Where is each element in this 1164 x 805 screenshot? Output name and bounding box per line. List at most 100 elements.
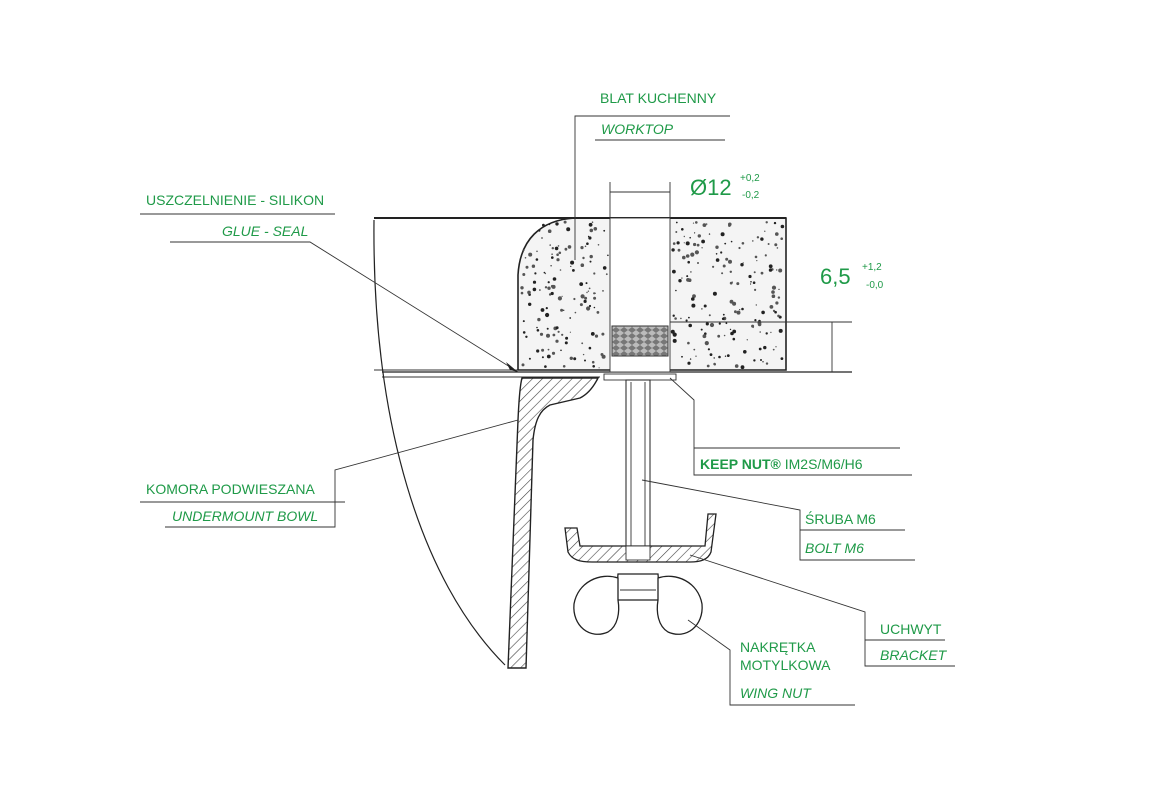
speckle [586, 242, 589, 245]
speckle [671, 248, 675, 252]
speckle [562, 365, 566, 368]
speckle [740, 365, 745, 370]
speckle [734, 310, 737, 314]
speckle [712, 265, 715, 268]
speckle [602, 266, 607, 270]
speckle [682, 255, 686, 260]
speckle [596, 311, 600, 314]
speckle [707, 348, 711, 351]
speckle [776, 269, 778, 271]
speckle [543, 271, 546, 274]
speckle [702, 223, 707, 228]
speckle [730, 331, 734, 336]
speckle [520, 291, 524, 295]
speckle [777, 314, 780, 318]
speckle [694, 250, 700, 255]
speckle [692, 222, 695, 224]
speckle [760, 359, 762, 361]
speckle [752, 240, 754, 242]
speckle [736, 282, 740, 286]
speckle [730, 240, 733, 243]
speckle [754, 255, 758, 259]
speckle [561, 333, 564, 336]
speckle [547, 229, 552, 233]
leader-worktop [574, 115, 595, 260]
speckle [522, 331, 526, 334]
speckle [739, 309, 741, 311]
speckle [544, 365, 547, 368]
speckle [709, 353, 713, 356]
speckle [672, 269, 676, 274]
speckle [771, 290, 775, 294]
speckle [726, 354, 730, 357]
speckle [775, 232, 779, 236]
speckle [594, 334, 599, 338]
speckle [723, 334, 726, 337]
speckle [552, 277, 557, 281]
speckle [593, 272, 596, 275]
speckle [525, 265, 529, 269]
speckle [537, 317, 541, 322]
speckle [759, 331, 761, 333]
speckle [748, 274, 752, 279]
speckle [541, 349, 543, 352]
speckle [688, 323, 692, 328]
bolt-label-en: BOLT M6 [805, 540, 864, 556]
speckle [732, 337, 736, 341]
speckle [754, 319, 757, 322]
speckle [751, 324, 755, 328]
speckle [687, 361, 691, 365]
speckle [569, 356, 573, 360]
speckle [528, 302, 532, 306]
speckle [681, 355, 683, 358]
speckle [554, 246, 559, 251]
speckle [536, 329, 540, 332]
leader-wingnut [687, 619, 855, 706]
bracket-label-en: BRACKET [880, 647, 948, 663]
speckle [760, 237, 764, 241]
speckle [532, 287, 537, 292]
speckle [569, 317, 572, 319]
speckle [580, 263, 585, 268]
speckle [768, 268, 773, 272]
labels: BLAT KUCHENNY WORKTOP USZCZELNIENIE - SI… [146, 90, 948, 701]
speckle [583, 299, 587, 303]
leader-bowl [165, 419, 519, 528]
speckle [686, 275, 689, 278]
speckle [566, 227, 571, 232]
speckle [590, 332, 595, 336]
speckle [703, 304, 707, 308]
speckle [592, 365, 595, 368]
speckle [722, 264, 726, 268]
speckle [674, 317, 677, 320]
speckle [753, 271, 756, 274]
speckle [695, 221, 698, 224]
diameter-value: Ø12 [690, 175, 732, 200]
speckle [547, 281, 550, 284]
speckle [780, 357, 784, 360]
speckle [548, 223, 551, 226]
speckle [676, 241, 680, 245]
speckle [728, 259, 732, 264]
wing-left [573, 575, 620, 635]
speckle [593, 296, 597, 300]
speckle [551, 351, 556, 355]
speckle [588, 346, 592, 350]
speckle [681, 277, 683, 279]
speckle [775, 301, 779, 305]
bowl-label-pl: KOMORA PODWIESZANA [146, 481, 315, 497]
speckle [773, 221, 777, 225]
leader-keepnut [669, 377, 912, 476]
wingnut-label-pl-1: NAKRĘTKA [740, 639, 816, 655]
speckle [750, 281, 752, 283]
speckle [761, 310, 765, 315]
speckle [605, 273, 608, 276]
speckle [520, 286, 524, 290]
speckle [534, 272, 537, 275]
speckle [697, 262, 699, 264]
speckle [551, 256, 554, 259]
speckle [593, 227, 598, 231]
speckle [778, 288, 780, 290]
speckle [756, 260, 758, 262]
speckle [741, 307, 744, 311]
